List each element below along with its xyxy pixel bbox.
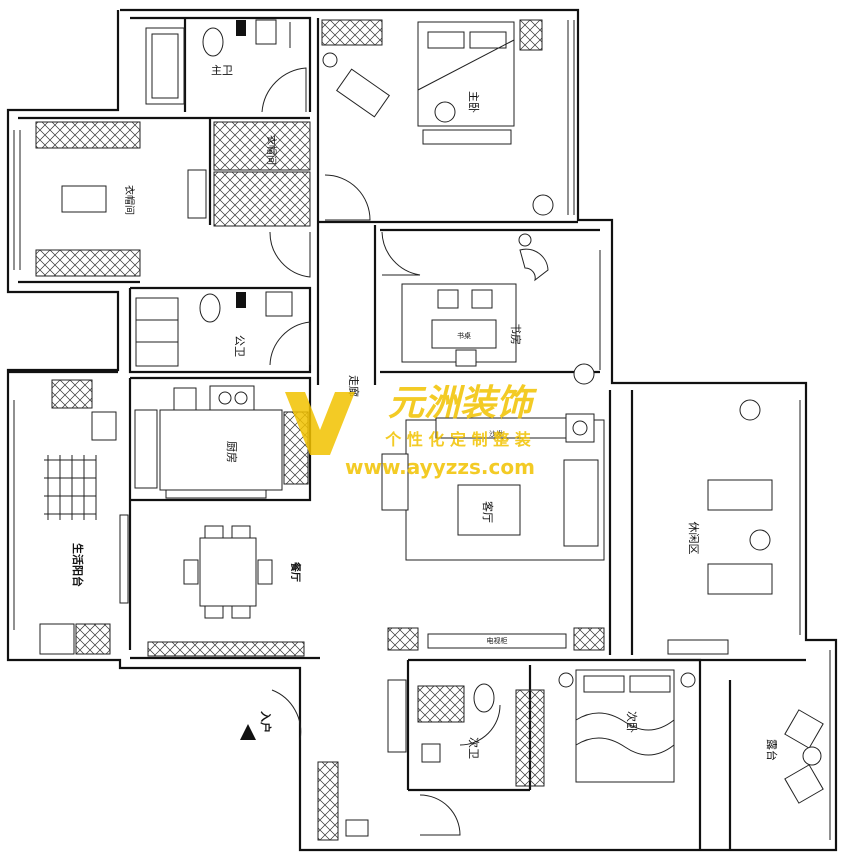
label-entrance: 入户 xyxy=(259,711,273,733)
watermark: 元洲装饰 个 性 化 定 制 整 装 www.ayyzzs.com xyxy=(285,383,538,479)
interior-walls xyxy=(8,16,806,850)
label-second-bath: 次卫 xyxy=(467,737,481,759)
label-terrace: 露台 xyxy=(765,739,779,761)
label-leisure: 休闲区 xyxy=(687,522,701,555)
closet-furniture xyxy=(35,121,311,277)
public-bath-fixtures xyxy=(135,291,293,367)
watermark-slogan: 个 性 化 定 制 整 装 xyxy=(384,430,530,449)
label-walkin-closet-large: 衣帽间 xyxy=(123,185,136,215)
kitchen-furniture xyxy=(91,385,309,499)
label-corridor: 走廊 xyxy=(347,375,361,397)
utility-balcony-furniture xyxy=(39,379,111,655)
label-master-bath: 主卫 xyxy=(211,64,233,77)
master-bath-fixtures xyxy=(145,19,291,105)
label-kitchen: 厨房 xyxy=(225,441,238,463)
label-master-bedroom: 主卧 xyxy=(467,91,480,113)
label-walkin-closet-small: 衣帽间 xyxy=(265,135,278,165)
watermark-logo-icon xyxy=(285,392,355,455)
dining-furniture xyxy=(119,514,305,657)
second-bedroom-furniture xyxy=(558,669,696,783)
second-bath-fixtures xyxy=(387,679,545,787)
outer-walls xyxy=(6,8,838,852)
room-labels: 主卫 主卧 衣帽间 衣帽间 公卫 书房 走廊 厨房 生活阳台 餐厅 客厅 休闲区… xyxy=(71,64,779,761)
doors xyxy=(261,67,501,836)
hanging-rack xyxy=(44,455,97,520)
entrance-marker xyxy=(240,724,369,841)
label-tv-cabinet: 电视柜 xyxy=(487,636,508,645)
label-utility-balcony: 生活阳台 xyxy=(71,543,85,587)
watermark-url: www.ayyzzs.com xyxy=(345,455,535,479)
leisure-furniture xyxy=(667,399,773,655)
living-furniture xyxy=(381,413,605,651)
label-living: 客厅 xyxy=(481,501,495,523)
study-furniture xyxy=(401,233,595,385)
watermark-brand: 元洲装饰 xyxy=(388,383,538,424)
label-study: 书房 xyxy=(509,323,522,345)
label-desk: 书桌 xyxy=(457,331,471,340)
label-sofa: 沙发 xyxy=(489,429,503,438)
label-public-bath: 公卫 xyxy=(233,335,246,357)
terrace-furniture xyxy=(784,709,824,804)
label-dining: 餐厅 xyxy=(289,561,302,582)
label-second-bedroom: 次卧 xyxy=(625,711,639,733)
master-bedroom-furniture xyxy=(321,19,554,216)
